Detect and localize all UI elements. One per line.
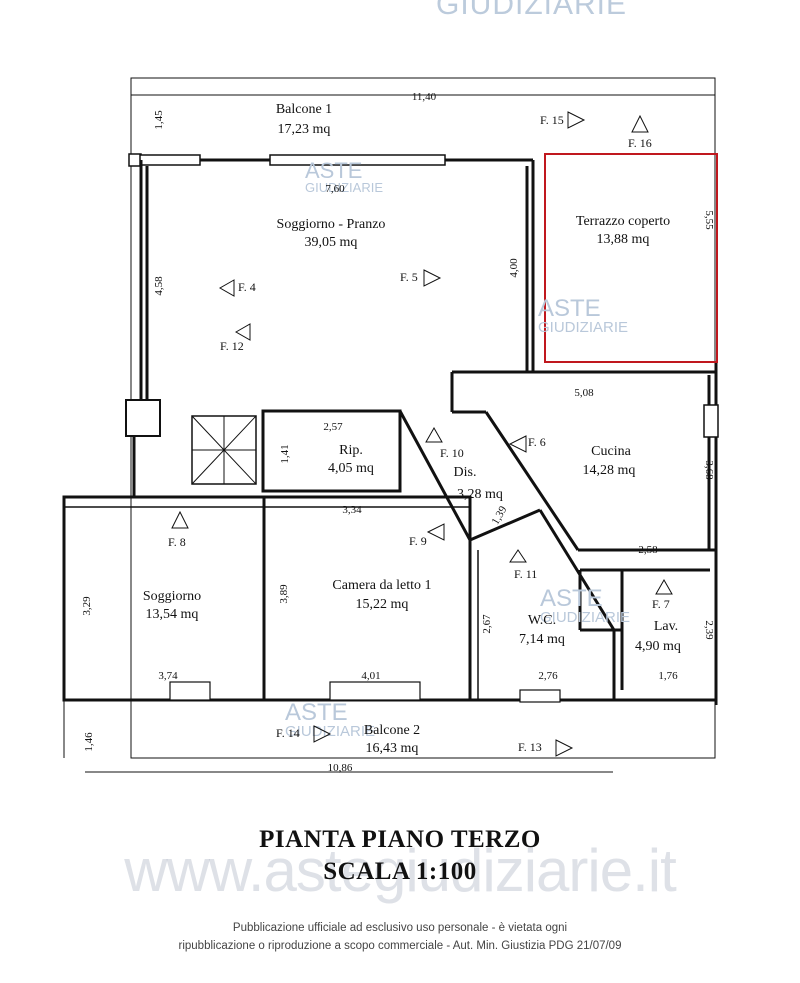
dim-soggiorno-pranzo-width: 7,60 (325, 183, 345, 195)
outer-frame (63, 77, 716, 773)
room-area-lav: 4,90 mq (635, 639, 681, 654)
photo-point-f16: F. 16 (628, 136, 652, 150)
room-area-wc: 7,14 mq (519, 632, 565, 647)
header-watermark: GIUDIZIARIE (436, 0, 628, 21)
dim-balcone2-depth: 1,46 (83, 732, 95, 752)
photo-point-f4: F. 4 (238, 280, 256, 294)
room-name-wc: W.C. (528, 613, 556, 628)
footer-notice-line2: ripubblicazione o riproduzione a scopo c… (178, 940, 622, 952)
room-area-soggiorno-pranzo: 39,05 mq (305, 235, 358, 250)
photo-point-f5: F. 5 (400, 270, 418, 284)
room-name-rip: Rip. (339, 443, 363, 458)
watermark-giudiziarie: GIUDIZIARIE (540, 609, 630, 626)
site-watermark: www.astegiudiziarie.it (124, 837, 677, 904)
room-name-dis: Dis. (454, 465, 477, 480)
watermark-giudiziarie: GIUDIZIARIE (538, 319, 628, 336)
room-area-rip: 4,05 mq (328, 461, 374, 476)
dim-soggiorno-depth: 3,29 (81, 596, 93, 616)
dim-balcone1-depth: 1,45 (153, 110, 165, 130)
room-area-dis: 3,28 mq (457, 487, 503, 502)
photo-point-f11: F. 11 (514, 567, 537, 581)
watermark-giudiziarie: GIUDIZIARIE (285, 723, 375, 740)
walls (62, 153, 719, 705)
room-name-cucina: Cucina (591, 444, 631, 459)
dim-lav-depth: 2,39 (703, 620, 715, 640)
dim-cucina-depth: 3,68 (703, 460, 715, 480)
room-name-soggiorno: Soggiorno (143, 589, 201, 604)
plan-scale: SCALA 1:100 (323, 858, 477, 885)
photo-point-f15: F. 15 (540, 113, 564, 127)
room-area-balcone2: 16,43 mq (366, 741, 419, 756)
watermark-aste: ASTE (540, 585, 603, 612)
room-name-terrazzo: Terrazzo coperto (576, 214, 670, 229)
room-area-cucina: 14,28 mq (583, 463, 636, 478)
room-name-soggiorno-pranzo: Soggiorno - Pranzo (277, 217, 386, 232)
dim-lav-width: 1,76 (658, 670, 678, 682)
dimension-labels: 11,40 1,45 7,60 4,58 4,00 5,55 5,08 3,68… (81, 91, 715, 774)
dim-camera-depth: 3,89 (278, 584, 290, 604)
dim-bottom-width: 10,86 (328, 762, 353, 774)
room-name-camera: Camera da letto 1 (332, 578, 431, 593)
photo-point-f10: F. 10 (440, 446, 464, 460)
photo-point-f14: F. 14 (276, 726, 300, 740)
dim-terrazzo-depth: 5,55 (703, 210, 715, 230)
plan-watermarks: ASTE GIUDIZIARIE ASTE GIUDIZIARIE ASTE G… (285, 158, 630, 740)
room-area-balcone1: 17,23 mq (278, 122, 331, 137)
plan-title: PIANTA PIANO TERZO (259, 826, 541, 853)
dim-soggiorno-width: 3,74 (158, 670, 178, 682)
dim-cucina-width: 5,08 (574, 387, 594, 399)
dim-rip-depth: 1,41 (279, 444, 291, 463)
photo-point-f12: F. 12 (220, 339, 244, 353)
photo-points: F. 15 F. 16 F. 4 F. 5 F. 12 F. 10 F. 6 F… (168, 111, 673, 757)
dim-wc-width: 2,76 (538, 670, 558, 682)
photo-point-f8: F. 8 (168, 535, 186, 549)
room-area-camera: 15,22 mq (356, 597, 409, 612)
photo-point-f9: F. 9 (409, 534, 427, 548)
room-name-lav: Lav. (654, 619, 678, 634)
dim-soggiorno-pranzo-depth: 4,58 (153, 276, 165, 296)
watermark-aste: ASTE (305, 158, 362, 183)
room-name-balcone1: Balcone 1 (276, 102, 332, 117)
dim-camera-width: 3,34 (342, 504, 362, 516)
room-area-soggiorno: 13,54 mq (146, 607, 199, 622)
watermark-giudiziarie: GIUDIZIARIE (305, 180, 383, 195)
dim-top-width: 11,40 (412, 91, 437, 103)
photo-point-f13: F. 13 (518, 740, 542, 754)
photo-point-f7: F. 7 (652, 597, 670, 611)
dim-wc-depth: 2,67 (481, 614, 493, 634)
dim-lav-width-top: 2,58 (638, 544, 658, 556)
photo-point-f6: F. 6 (528, 435, 546, 449)
room-name-balcone2: Balcone 2 (364, 723, 420, 738)
dim-inner-wall: 4,00 (508, 258, 520, 278)
footer-notice-line1: Pubblicazione ufficiale ad esclusivo uso… (232, 922, 568, 934)
room-area-terrazzo: 13,88 mq (597, 232, 650, 247)
room-labels: Balcone 1 17,23 mq Soggiorno - Pranzo 39… (143, 102, 681, 756)
watermark-aste: ASTE (285, 699, 348, 726)
terrazzo-outline (544, 153, 718, 363)
watermark-aste: ASTE (538, 295, 601, 322)
dim-rip-width: 2,57 (323, 421, 343, 433)
dim-camera-width-bottom: 4,01 (361, 670, 380, 682)
